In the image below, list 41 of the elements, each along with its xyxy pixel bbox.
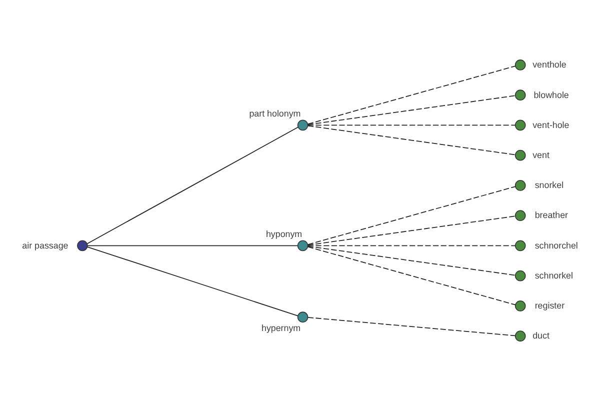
node-label: hypernym (262, 322, 301, 332)
node-circle (514, 59, 526, 70)
node-circle (514, 330, 526, 341)
node-label: breather (534, 210, 568, 220)
connector (308, 65, 516, 124)
node-circle (514, 210, 526, 220)
node-label: hyponym (266, 228, 302, 239)
connector (308, 244, 516, 246)
node-label: part holonym (249, 108, 301, 118)
connector (308, 94, 516, 125)
node-circle (297, 311, 308, 322)
node-circle (514, 300, 526, 311)
connector (308, 245, 516, 276)
node-circle (77, 240, 88, 251)
node-label: register (534, 300, 565, 310)
node-label: air passage (22, 240, 68, 250)
node-label: blowhole (534, 89, 569, 100)
node-label: schnorkel (534, 270, 573, 280)
connector (86, 126, 299, 244)
connector (87, 244, 298, 246)
connector (308, 124, 516, 126)
node-circle (514, 89, 526, 100)
node-circle (514, 180, 526, 190)
connector (308, 246, 516, 305)
node-circle (297, 119, 308, 130)
node-circle (514, 119, 526, 130)
node-circle (514, 149, 526, 160)
connector (86, 246, 298, 316)
connector (308, 124, 516, 155)
node-circle (514, 240, 526, 251)
node-circle (297, 240, 308, 251)
node-label: vent-hole (532, 119, 570, 130)
node-label: vent (532, 149, 550, 160)
connector (308, 215, 516, 246)
node-circle (514, 270, 526, 281)
node-label: snorkel (534, 180, 564, 190)
node-label: schnorchel (534, 240, 578, 250)
connector (308, 186, 516, 244)
node-label: venthole (532, 59, 566, 70)
node-label: duct (532, 330, 550, 340)
connector (308, 316, 516, 336)
